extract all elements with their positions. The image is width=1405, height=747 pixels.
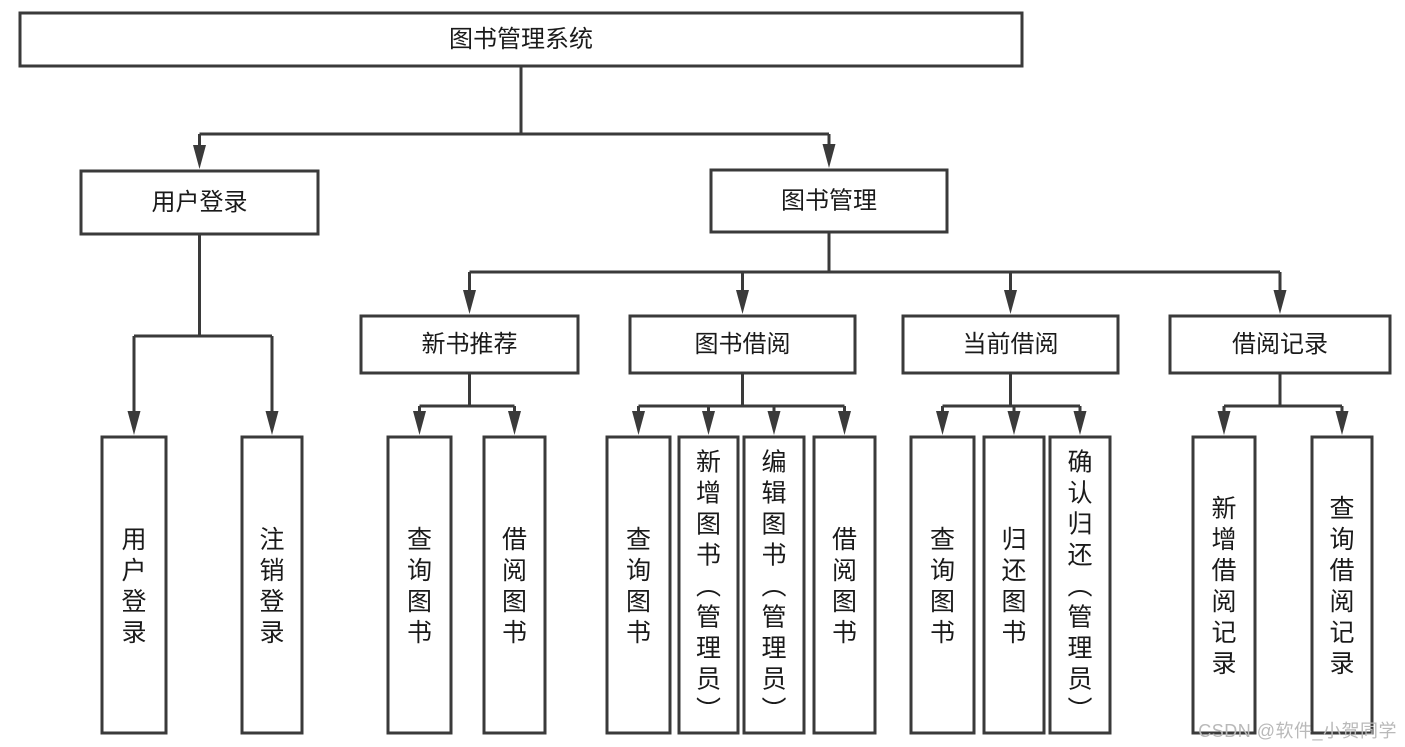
arrow-head-icon <box>1004 290 1017 314</box>
node-borrow-record-box[interactable] <box>1168 314 1392 375</box>
edge-group-borrow-record <box>1217 373 1349 435</box>
node-leaf-borrow-book-b-label: 借阅图书 <box>832 526 857 647</box>
arrow-head-icon <box>736 290 749 314</box>
node-leaf-return-book-label: 归还图书 <box>1001 526 1026 647</box>
node-borrow-record-label: 借阅记录 <box>1232 331 1328 358</box>
arrow-head-icon <box>936 411 949 435</box>
edge-group-current-borrow <box>936 373 1087 435</box>
node-leaf-edit-book-box[interactable] <box>742 435 806 735</box>
node-leaf-logout-box[interactable] <box>240 435 304 735</box>
node-leaf-query-record[interactable]: 查询借阅记录 <box>1310 435 1374 735</box>
node-leaf-query-book-a-box[interactable] <box>386 435 453 735</box>
node-book-borrow-label: 图书借阅 <box>695 331 791 358</box>
arrow-head-icon <box>822 144 836 168</box>
node-current-borrow[interactable]: 当前借阅 <box>901 314 1120 375</box>
node-root[interactable]: 图书管理系统 <box>18 11 1024 68</box>
arrow-head-icon <box>508 411 521 435</box>
edge-group-new-book-rec <box>413 373 521 435</box>
arrow-head-icon <box>413 411 426 435</box>
node-root-box[interactable] <box>18 11 1024 68</box>
node-leaf-borrow-book-a[interactable]: 借阅图书 <box>482 435 547 735</box>
nodes-layer: 图书管理系统用户登录图书管理新书推荐图书借阅当前借阅借阅记录用户登录注销登录查询… <box>18 11 1392 735</box>
node-leaf-return-book[interactable]: 归还图书 <box>982 435 1046 735</box>
node-book-manage-box[interactable] <box>709 168 949 234</box>
node-leaf-query-book-a[interactable]: 查询图书 <box>386 435 453 735</box>
node-leaf-query-book-b-box[interactable] <box>605 435 672 735</box>
node-leaf-query-record-box[interactable] <box>1310 435 1374 735</box>
node-new-book-rec-box[interactable] <box>359 314 580 375</box>
node-leaf-user-login[interactable]: 用户登录 <box>100 435 168 735</box>
node-leaf-query-book-c-box[interactable] <box>909 435 976 735</box>
csdn-watermark: CSDN @软件_小贺同学 <box>1198 721 1397 741</box>
node-user-login-box[interactable] <box>79 169 320 236</box>
edge-group-user-login <box>127 234 279 435</box>
node-user-login-label: 用户登录 <box>152 189 248 216</box>
node-leaf-user-login-box[interactable] <box>100 435 168 735</box>
node-book-manage-label: 图书管理 <box>781 187 877 214</box>
node-new-book-rec-label: 新书推荐 <box>422 331 518 358</box>
node-leaf-edit-book-label: 编辑图书︵管理员︶ <box>761 448 786 724</box>
node-leaf-confirm-return[interactable]: 确认归还︵管理员︶ <box>1048 435 1112 735</box>
node-leaf-borrow-book-a-label: 借阅图书 <box>502 526 527 647</box>
node-book-borrow-box[interactable] <box>628 314 857 375</box>
node-leaf-query-record-label: 查询借阅记录 <box>1329 495 1354 678</box>
node-leaf-add-record-label: 新增借阅记录 <box>1211 495 1236 678</box>
node-leaf-logout-label: 注销登录 <box>259 526 284 647</box>
arrow-head-icon <box>632 411 645 435</box>
arrow-head-icon <box>193 145 206 169</box>
edge-group-root <box>193 66 836 169</box>
node-leaf-borrow-book-b[interactable]: 借阅图书 <box>812 435 877 735</box>
arrow-head-icon <box>1217 411 1231 435</box>
node-current-borrow-box[interactable] <box>901 314 1120 375</box>
arrow-head-icon <box>1335 411 1349 435</box>
node-book-borrow[interactable]: 图书借阅 <box>628 314 857 375</box>
node-root-label: 图书管理系统 <box>449 26 593 53</box>
arrow-head-icon <box>1073 411 1087 435</box>
node-leaf-add-book-label: 新增图书︵管理员︶ <box>696 448 721 724</box>
node-borrow-record[interactable]: 借阅记录 <box>1168 314 1392 375</box>
node-book-manage[interactable]: 图书管理 <box>709 168 949 234</box>
node-leaf-query-book-b-label: 查询图书 <box>626 526 651 647</box>
arrow-head-icon <box>1007 411 1021 435</box>
node-user-login[interactable]: 用户登录 <box>79 169 320 236</box>
node-leaf-add-book[interactable]: 新增图书︵管理员︶ <box>677 435 740 735</box>
node-leaf-add-book-box[interactable] <box>677 435 740 735</box>
node-leaf-query-book-b[interactable]: 查询图书 <box>605 435 672 735</box>
arrow-head-icon <box>265 411 279 435</box>
connectors-layer <box>127 66 1349 435</box>
node-leaf-borrow-book-a-box[interactable] <box>482 435 547 735</box>
node-leaf-add-record[interactable]: 新增借阅记录 <box>1191 435 1257 735</box>
node-leaf-query-book-c[interactable]: 查询图书 <box>909 435 976 735</box>
node-leaf-query-book-c-label: 查询图书 <box>930 526 955 647</box>
node-leaf-add-record-box[interactable] <box>1191 435 1257 735</box>
arrow-head-icon <box>702 411 715 435</box>
node-leaf-logout[interactable]: 注销登录 <box>240 435 304 735</box>
arrow-head-icon <box>127 411 141 435</box>
node-leaf-confirm-return-box[interactable] <box>1048 435 1112 735</box>
node-current-borrow-label: 当前借阅 <box>963 331 1059 358</box>
node-leaf-borrow-book-b-box[interactable] <box>812 435 877 735</box>
node-leaf-edit-book[interactable]: 编辑图书︵管理员︶ <box>742 435 806 735</box>
node-leaf-user-login-label: 用户登录 <box>121 526 146 647</box>
arrow-head-icon <box>1273 290 1287 314</box>
arrow-head-icon <box>838 411 851 435</box>
node-leaf-confirm-return-label: 确认归还︵管理员︶ <box>1067 448 1092 724</box>
node-leaf-query-book-a-label: 查询图书 <box>407 526 432 647</box>
arrow-head-icon <box>767 411 781 435</box>
node-new-book-rec[interactable]: 新书推荐 <box>359 314 580 375</box>
node-leaf-return-book-box[interactable] <box>982 435 1046 735</box>
arrow-head-icon <box>463 290 476 314</box>
edge-group-book-manage <box>463 232 1287 314</box>
edge-group-book-borrow <box>632 373 851 435</box>
